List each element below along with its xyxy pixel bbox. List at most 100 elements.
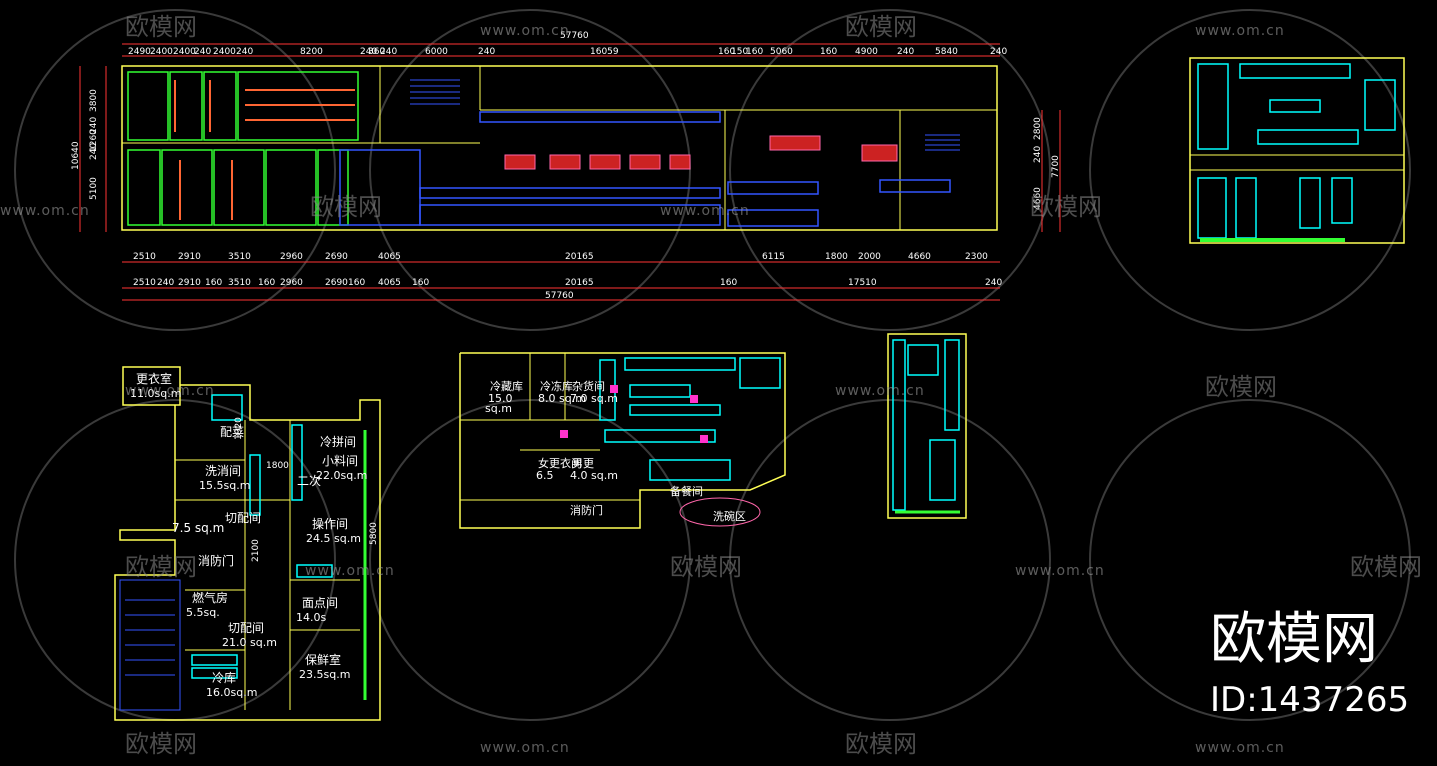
mid-room-area-3: 7.0 sq.m (570, 392, 618, 405)
watermark-brand-6: 欧模网 (670, 553, 742, 581)
drawing-id: ID:1437265 (1210, 680, 1410, 720)
bottom1-dim-9: 2000 (858, 252, 881, 262)
watermark-url-9: www.om.cn (1195, 740, 1285, 756)
left-room-name-13: 保鲜室 (305, 652, 341, 667)
left-room-name-7: 切配间 (225, 511, 261, 525)
bottom2-dim-2: 2910 (178, 278, 201, 288)
left-room-name-14: 冷库 (212, 670, 236, 685)
left-room-area-11: 5.5sq. (186, 606, 220, 619)
top-dim-3: 240 (194, 47, 211, 57)
overall-dimension-bottom: 57760 (545, 291, 574, 301)
bottom2-dim-1: 240 (157, 278, 174, 288)
watermark-url-6: www.om.cn (305, 563, 395, 579)
mid-room-name-6: 消防门 (570, 503, 603, 517)
top-dim-19: 240 (897, 47, 914, 57)
watermark-url-2: www.om.cn (0, 203, 90, 219)
watermark-url-8: www.om.cn (480, 740, 570, 756)
watermark-brand-4: 欧模网 (1205, 373, 1277, 401)
top-dim-11: 240 (478, 47, 495, 57)
top-dim-17: 160 (820, 47, 837, 57)
mid-room-name-4: 女更衣间 (538, 456, 582, 470)
top-dim-8: 360 (368, 47, 385, 57)
left-room-area-8: 24.5 sq.m (306, 532, 361, 545)
watermark-url-1: www.om.cn (1195, 23, 1285, 39)
bottom2-dim-5: 160 (258, 278, 275, 288)
top-dim-6: 8200 (300, 47, 323, 57)
mid-room-name-3: 杂货间 (572, 379, 605, 393)
top-right-plan (1189, 57, 1405, 244)
watermark-brand-9: 欧模网 (845, 730, 917, 758)
bottom2-dim-4: 3510 (228, 278, 251, 288)
bottom2-dim-12: 160 (720, 278, 737, 288)
left-dim-0: 10640 (71, 141, 81, 170)
left-room-area-4: 22.0sq.m (316, 469, 367, 482)
top-dim-12: 16059 (590, 47, 619, 57)
top-dim-2: 2400 (173, 47, 196, 57)
bottom2-dim-10: 160 (412, 278, 429, 288)
bottom1-dim-8: 1800 (825, 252, 848, 262)
watermark-brand-2: 欧模网 (310, 193, 382, 221)
left-room-name-3: 冷拼间 (320, 435, 356, 449)
left-room-area-10: 14.0s (296, 611, 326, 624)
top-dim-1: 2400 (150, 47, 173, 57)
right-dim-3: 7700 (1051, 155, 1061, 178)
bottom1-dim-2: 3510 (228, 252, 251, 262)
watermark-circles (14, 9, 1411, 721)
bottom2-dim-7: 2690 (325, 278, 348, 288)
bottom1-dim-6: 20165 (565, 252, 594, 262)
top-dim-7: 240 (360, 47, 377, 57)
mid-room-area-5: 4.0 sq.m (570, 469, 618, 482)
left-room-name-11: 燃气房 (192, 590, 228, 605)
bottom2-dim-11: 20165 (565, 278, 594, 288)
left-dim-4: 5800 (369, 522, 379, 545)
mid-room-area-0: 15.0 (488, 392, 513, 405)
mid-room-name-7: 备餐间 (670, 484, 703, 498)
watermark-brand-8: 欧模网 (125, 730, 197, 758)
top-dim-18: 4900 (855, 47, 878, 57)
left-dim-2: 1800 (266, 461, 289, 471)
left-room-name-8: 操作间 (312, 516, 348, 531)
mid-room-name-1: sq.m (485, 402, 512, 415)
left-room-name-10: 面点间 (302, 596, 338, 610)
left-dim-3: 2100 (251, 539, 261, 562)
bottom1-dim-4: 2690 (325, 252, 348, 262)
bottom1-dim-11: 2300 (965, 252, 988, 262)
right-dim-1: 240 (1033, 146, 1043, 163)
bottom2-dim-13: 17510 (848, 278, 877, 288)
watermark-url-5: www.om.cn (835, 383, 925, 399)
left-room-name-1: 配菜 (220, 425, 244, 439)
left-room-name-12: 切配间 (228, 621, 264, 635)
brand-logo-text: 欧模网 (1210, 607, 1378, 672)
top-dim-4: 2400 (213, 47, 236, 57)
top-dim-9: 240 (380, 47, 397, 57)
left-room-area-0: 11.0sq.m (130, 387, 181, 400)
watermark-brand-7: 欧模网 (1350, 553, 1422, 581)
left-dim-1: 3800 (89, 89, 99, 112)
left-room-area-13: 23.5sq.m (299, 668, 350, 681)
mid-room-name-5: 男更 (572, 457, 594, 470)
bottom1-dim-5: 4065 (378, 252, 401, 262)
left-dim-3: 1260 (89, 129, 99, 152)
right-bottom-plan (887, 333, 967, 519)
bottom2-dim-9: 4065 (378, 278, 401, 288)
left-room-area-12: 21.0 sq.m (222, 636, 277, 649)
top-dim-15: 160 (746, 47, 763, 57)
mid-room-area-4: 6.5 (536, 469, 554, 482)
watermark-brand-5: 欧模网 (125, 553, 197, 581)
left-dim-5: 5100 (89, 177, 99, 200)
left-room-name-5: 二次 (297, 474, 321, 488)
right-dim-2: 4660 (1033, 187, 1043, 210)
bottom2-dim-3: 160 (205, 278, 222, 288)
watermark-url-0: www.om.cn (480, 23, 570, 39)
mid-room-area-2: 8.0 sq.m (538, 392, 586, 405)
bottom1-dim-0: 2510 (133, 252, 156, 262)
mid-room-name-8: 洗碗区 (713, 509, 746, 523)
